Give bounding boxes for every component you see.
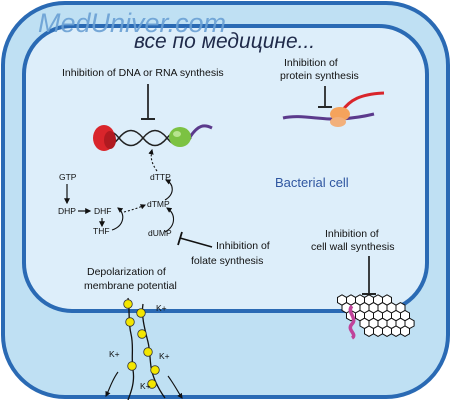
ion-k-out-2: K+ (159, 351, 170, 361)
peptidoglycan-mesh (337, 294, 415, 337)
folate-inhibitor-bar (177, 231, 183, 246)
ion-k-inside: K+ (156, 303, 167, 313)
watermark-site: MedUniver.com (38, 8, 226, 38)
ion-k-out-3: K+ (140, 381, 151, 391)
dna-replication-complex (93, 124, 213, 151)
channel-bead (125, 317, 135, 327)
channel-bead (127, 361, 137, 371)
label-cellwall-inhibition-2: cell wall synthesis (311, 241, 394, 253)
label-folate-inhibition-2: folate synthesis (191, 255, 263, 267)
metabolite-dtmp: dTMP (147, 199, 170, 209)
label-depolarization-1: Depolarization of (87, 266, 166, 278)
folate-pathway: GTP DHP DHF THF dTTP dTMP dUMP (58, 148, 175, 238)
metabolite-dhf: DHF (94, 206, 111, 216)
watermark-tagline: все по медицине... (134, 30, 315, 53)
metabolite-thf: THF (93, 226, 110, 236)
dna-tail (188, 124, 213, 138)
thf-to-dhf-cycle (111, 207, 124, 231)
dump-to-dtmp-arrow (164, 207, 175, 233)
label-protein-inhibition-1: Inhibition of (284, 57, 338, 69)
folate-inhibitor-line (179, 237, 213, 248)
ion-k-out-1: K+ (109, 349, 120, 359)
label-depolarization-2: membrane potential (84, 280, 177, 292)
metabolite-dhp: DHP (58, 206, 76, 216)
ion-efflux-arrow (105, 371, 119, 397)
channel-bead (136, 308, 146, 318)
channel-bead (143, 347, 153, 357)
label-dna-rna-inhibition: Inhibition of DNA or RNA synthesis (62, 67, 224, 79)
ribosome-small (330, 117, 346, 127)
channel-bead (147, 379, 157, 389)
peptidoglycan-crosslink (348, 304, 356, 340)
channel-strand-right (141, 303, 166, 399)
ribosome-complex (282, 91, 385, 127)
dttp-to-dna-arrow (148, 148, 158, 172)
bacterial-cell-label: Bacterial cell (275, 175, 349, 190)
channel-bead (150, 365, 160, 375)
peptidoglycan-hexagon (373, 325, 383, 337)
label-protein-inhibition-2: protein synthesis (280, 70, 359, 82)
polymerase-green-highlight (173, 131, 181, 137)
metabolite-dttp: dTTP (150, 172, 171, 182)
peptidoglycan-hexagon (400, 325, 410, 337)
label-cellwall-inhibition-1: Inhibition of (325, 228, 379, 240)
ion-efflux-arrow (167, 375, 183, 399)
polymerase-red-lobe (104, 131, 116, 149)
peptidoglycan-hexagon (391, 325, 401, 337)
peptidoglycan-hexagon (382, 325, 392, 337)
peptidoglycan-hexagon (364, 325, 374, 337)
cell-membrane (22, 24, 429, 313)
ion-channel (123, 297, 166, 400)
label-folate-inhibition-1: Inhibition of (216, 240, 270, 252)
channel-bead (123, 299, 133, 309)
metabolite-dump: dUMP (148, 228, 172, 238)
thf-to-dtmp-arrow (123, 204, 147, 213)
channel-bead (137, 329, 147, 339)
metabolite-gtp: GTP (59, 172, 77, 182)
dtmp-to-dttp-arrow (164, 179, 173, 201)
channel-strand-left (127, 297, 135, 400)
polymerase-green (169, 127, 191, 147)
